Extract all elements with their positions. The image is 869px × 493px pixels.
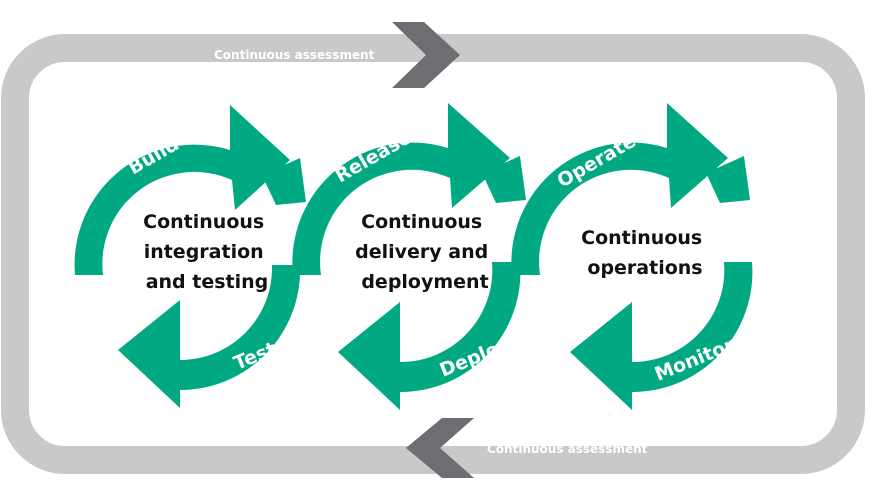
cycle-ci-top-arc: [74, 105, 290, 275]
cycle-cd: Release Deploy Continuous delivery and d…: [292, 103, 526, 410]
cycle-co-center-label: Continuous operations: [581, 227, 709, 279]
top-chevron-arrow-icon: [392, 22, 460, 88]
frame-bottom-label: Continuous assessment: [487, 442, 648, 456]
cycle-ci-center-line-2: integration: [144, 241, 264, 263]
cycle-ci-notch: [262, 158, 306, 205]
cycle-cd-bottom-arc: [338, 262, 521, 410]
cycle-cd-top-arc: [292, 103, 510, 275]
cycle-ci-center-line-1: Continuous: [143, 211, 264, 233]
cycle-co-center-line-2: operations: [587, 257, 702, 279]
cycle-cd-center-line-2: delivery and: [355, 241, 488, 263]
cycle-cd-center-line-1: Continuous: [361, 211, 482, 233]
cycle-co-bottom-arc: [570, 262, 753, 410]
bottom-chevron-arrow-icon: [406, 418, 474, 478]
cycle-cd-center-label: Continuous delivery and deployment: [355, 211, 495, 293]
cycle-co-notch: [706, 156, 750, 203]
cycle-ci: Build Test Continuous integration and te…: [74, 105, 306, 408]
cycle-co-top-arc: [511, 103, 728, 275]
cycle-cd-notch: [482, 156, 526, 203]
cycle-ci-center-label: Continuous integration and testing: [143, 211, 271, 293]
cycle-co-center-line-1: Continuous: [581, 227, 702, 249]
cycle-ci-center-line-3: and testing: [146, 271, 269, 293]
cycle-co: Operate Monitor Continuous operations: [511, 103, 753, 410]
cycle-cd-center-line-3: deployment: [361, 271, 488, 293]
frame-top-label: Continuous assessment: [214, 48, 375, 62]
cycle-ci-bottom-arc: [118, 265, 301, 408]
